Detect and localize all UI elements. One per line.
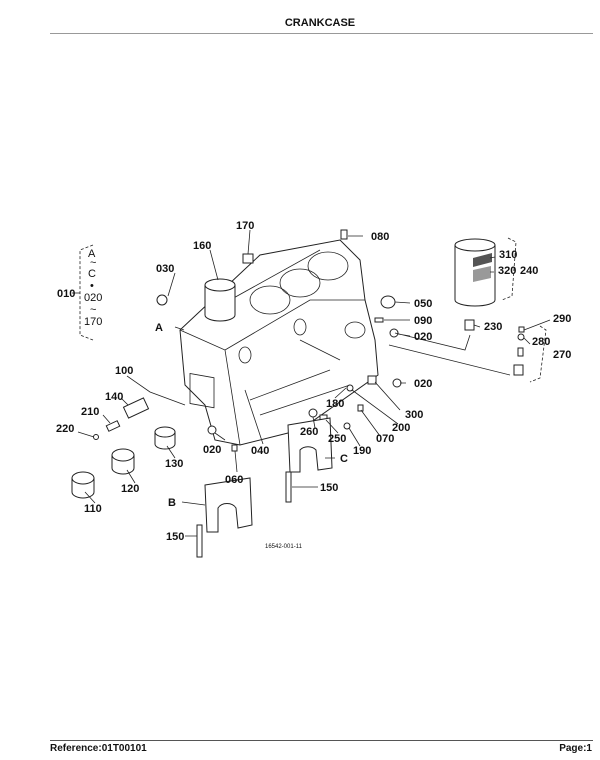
view-marker-c: C xyxy=(340,453,348,465)
callout: 070 xyxy=(376,433,394,445)
header-divider xyxy=(50,33,593,34)
callout: 290 xyxy=(553,313,571,325)
callout: 160 xyxy=(193,240,211,252)
callout: 040 xyxy=(251,445,269,457)
callout: 080 xyxy=(371,231,389,243)
callout: 100 xyxy=(115,365,133,377)
page-title: CRANKCASE xyxy=(284,17,356,29)
callout: 250 xyxy=(328,433,346,445)
bearing-cap-b xyxy=(204,477,253,533)
plug-020b xyxy=(392,378,402,388)
drawing-number: 16542-001-11 xyxy=(265,544,303,550)
o-ring-050 xyxy=(380,295,396,309)
callout: 150 xyxy=(166,531,184,543)
plug-020c xyxy=(207,425,217,435)
pin-090 xyxy=(374,317,384,323)
plug-070 xyxy=(357,404,364,412)
washer-260 xyxy=(308,408,318,418)
nipple-230 xyxy=(464,319,475,331)
switch-group-label: 270 xyxy=(553,349,571,361)
callout: 320 xyxy=(498,265,516,277)
callout: 150 xyxy=(320,482,338,494)
plug-170 xyxy=(242,253,254,264)
callout: 260 xyxy=(300,426,318,438)
callout: 140 xyxy=(105,391,123,403)
bushing-120 xyxy=(111,448,135,475)
oil-switch xyxy=(513,364,524,376)
reference-number: Reference:01T00101 xyxy=(50,743,147,754)
small-parts xyxy=(71,229,525,558)
bushing-110 xyxy=(71,471,95,499)
plug-060 xyxy=(231,444,238,452)
bolt-150a xyxy=(285,471,292,503)
plug-020a xyxy=(389,328,399,338)
view-marker-a: A xyxy=(155,322,163,334)
callout: 120 xyxy=(121,483,139,495)
bolt-150b xyxy=(196,524,203,558)
group-tilde: ~ xyxy=(90,257,96,269)
callout: 030 xyxy=(156,263,174,275)
group-tilde-2: ~ xyxy=(90,304,96,316)
callout: 200 xyxy=(392,422,410,434)
callout: 020 xyxy=(414,331,432,343)
plug-030 xyxy=(156,294,168,306)
relief-valve-140 xyxy=(122,397,150,419)
callout: 230 xyxy=(484,321,502,333)
callout: 050 xyxy=(414,298,432,310)
callout: 020 xyxy=(414,378,432,390)
callout-labels: 170 160 080 030 050 090 020 230 310 320 … xyxy=(56,220,571,550)
callout: 170 xyxy=(236,220,254,232)
bushing-130 xyxy=(154,426,176,450)
callout: 190 xyxy=(353,445,371,457)
sensor-300 xyxy=(367,375,377,385)
callout: 020 xyxy=(203,444,221,456)
pipe-210 xyxy=(105,420,121,432)
group-dot: • xyxy=(90,280,94,292)
plug-190 xyxy=(343,422,351,430)
filter-group-label: 240 xyxy=(520,265,538,277)
callout: 210 xyxy=(81,406,99,418)
footer-divider xyxy=(50,740,593,741)
leader-lines xyxy=(72,229,551,537)
plug-200 xyxy=(346,384,354,392)
callout: 300 xyxy=(405,409,423,421)
group-range-to-letter: C xyxy=(88,268,96,280)
group-range-from-letter: A xyxy=(88,248,96,260)
callout: 310 xyxy=(499,249,517,261)
plug-080 xyxy=(340,229,348,240)
cylinder-liner xyxy=(204,278,236,322)
callout: 060 xyxy=(225,474,243,486)
bearing-cap-c xyxy=(287,417,333,473)
callout: 110 xyxy=(84,503,102,515)
callout: 090 xyxy=(414,315,432,327)
ball-220 xyxy=(93,434,99,440)
callout: 180 xyxy=(326,398,344,410)
callout: 130 xyxy=(165,458,183,470)
view-marker-b: B xyxy=(168,497,176,509)
callout: 280 xyxy=(532,336,550,348)
page-number: Page:1 xyxy=(559,743,592,754)
group-range-from: 020 xyxy=(84,292,102,304)
group-range-to: 170 xyxy=(84,316,102,328)
group-label: 010 xyxy=(57,288,75,300)
crankcase-block xyxy=(179,239,379,446)
callout: 220 xyxy=(56,423,74,435)
